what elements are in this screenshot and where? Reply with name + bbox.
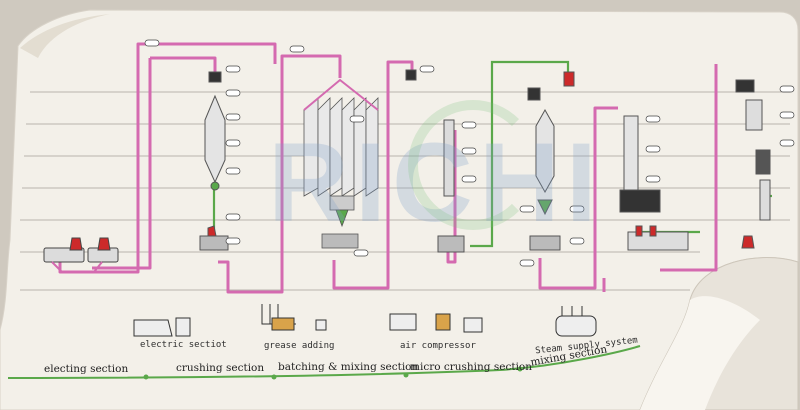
intake-unit [43,237,119,273]
pellet-line [619,115,689,251]
grease-adding-label: grease adding [264,341,335,351]
section-label-crushing: crushing section [176,362,265,374]
separator-column-1 [199,71,229,251]
air-compressor-icon [389,313,483,333]
air-compressor-label: air compressor [400,341,476,351]
electric-cabinet-icon [133,317,191,337]
section-timeline [7,345,641,379]
packing-column [735,79,771,249]
electric-section-label: electric sectiot [140,340,227,350]
batching-bins [303,78,379,249]
mixer-column [527,71,575,251]
watermark-ring-icon [408,100,538,230]
grease-tank-icon [261,304,327,331]
section-label-batching-mixing: batching & mixing section [278,361,419,373]
section-label-micro-crushing: micro crushing section [410,361,533,373]
grid-lines [20,91,790,291]
section-label-electing: electing section [44,363,129,375]
paper-curl-top [20,14,110,58]
paper-curl-shade [640,296,760,410]
steam-boiler-icon [555,306,597,337]
timeline-markers [143,366,523,380]
